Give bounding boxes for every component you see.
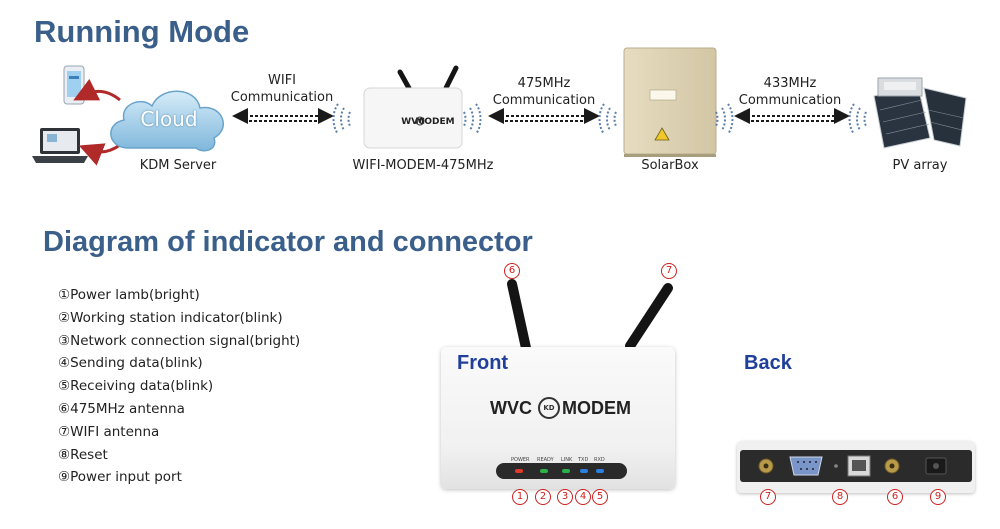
back-connectors — [758, 455, 947, 477]
kdm-server-label: KDM Server — [139, 158, 217, 173]
panel-label-ready: READY — [537, 457, 554, 463]
legend-item: ⑤Receiving data(blink) — [58, 378, 214, 395]
legend-item: ④Sending data(blink) — [58, 355, 203, 372]
signal-waves-icon — [463, 103, 482, 135]
marker-7-front: 7 — [661, 263, 677, 279]
rxd-led — [596, 469, 604, 473]
legend-list: ①Power lamb(bright) ②Working station ind… — [58, 284, 300, 489]
panel-label-txd: TXD — [578, 457, 589, 463]
pv-array-label: PV array — [892, 158, 948, 173]
panel-label-rxd: RXD — [594, 457, 605, 463]
diagram-title: Diagram of indicator and connector — [43, 226, 533, 258]
front-view-title: Front — [457, 352, 509, 374]
power-led — [515, 469, 523, 473]
brand-right: MODEM — [562, 398, 631, 418]
signal-waves-icon — [332, 103, 351, 135]
marker-3: 3 — [557, 489, 573, 505]
signal-waves-icon — [848, 103, 867, 135]
front-antennas — [507, 279, 673, 353]
solarbox-label: SolarBox — [641, 158, 699, 173]
signal-waves-icon — [715, 103, 734, 135]
phone-cloud-arrow — [73, 78, 121, 102]
wifi-modem-icon: WVC MODEM — [363, 65, 463, 149]
marker-1: 1 — [512, 489, 528, 505]
back-view-title: Back — [744, 352, 792, 374]
marker-8: 8 — [832, 489, 848, 505]
legend-item: ③Network connection signal(bright) — [58, 332, 301, 349]
svg-text:MODEM: MODEM — [415, 117, 454, 127]
running-mode-title: Running Mode — [34, 14, 250, 49]
laptop-cloud-arrow — [78, 143, 121, 166]
marker-5: 5 — [592, 489, 608, 505]
mhz433-link-label: 433MHz Communication — [738, 76, 842, 108]
cloud-icon — [110, 90, 225, 152]
legend-item: ⑥475MHz antenna — [58, 400, 185, 417]
panel-label-power: POWER — [511, 457, 530, 463]
link-led — [562, 469, 570, 473]
smartphone-icon — [63, 65, 85, 105]
running-mode-diagram: WVC MODEM — [32, 47, 967, 166]
marker-6-front: 6 — [504, 263, 520, 279]
legend-item: ①Power lamb(bright) — [58, 287, 200, 303]
solarbox-icon — [623, 47, 717, 157]
marker-9: 9 — [930, 489, 946, 505]
mhz475-link-arrow — [488, 108, 600, 124]
svg-text:WVC: WVC — [401, 117, 425, 127]
pv-array-icon — [873, 77, 967, 149]
panel-label-link: LINK — [561, 457, 573, 463]
cloud-label: Cloud — [140, 107, 198, 131]
legend-item: ⑧Reset — [58, 446, 108, 463]
wifi-link-label: WIFI Communication — [230, 73, 334, 105]
modem-brand-logo: WVC KD MODEM — [484, 396, 644, 422]
marker-4: 4 — [575, 489, 591, 505]
mhz475-link-label: 475MHz Communication — [492, 76, 596, 108]
ready-led — [540, 469, 548, 473]
mhz433-link-arrow — [734, 108, 850, 124]
legend-item: ⑨Power input port — [58, 469, 182, 486]
marker-2: 2 — [535, 489, 551, 505]
signal-waves-icon — [598, 103, 617, 135]
brand-left: WVC — [490, 398, 532, 418]
wifi-link-arrow — [232, 108, 334, 124]
marker-7-back: 7 — [760, 489, 776, 505]
brand-badge: KD — [538, 397, 560, 419]
legend-item: ⑦WIFI antenna — [58, 423, 160, 440]
laptop-icon — [32, 128, 88, 163]
legend-item: ②Working station indicator(blink) — [58, 309, 283, 326]
indicator-panel — [496, 463, 627, 479]
modem-label: WIFI-MODEM-475MHz — [352, 158, 494, 173]
txd-led — [580, 469, 588, 473]
marker-6-back: 6 — [887, 489, 903, 505]
